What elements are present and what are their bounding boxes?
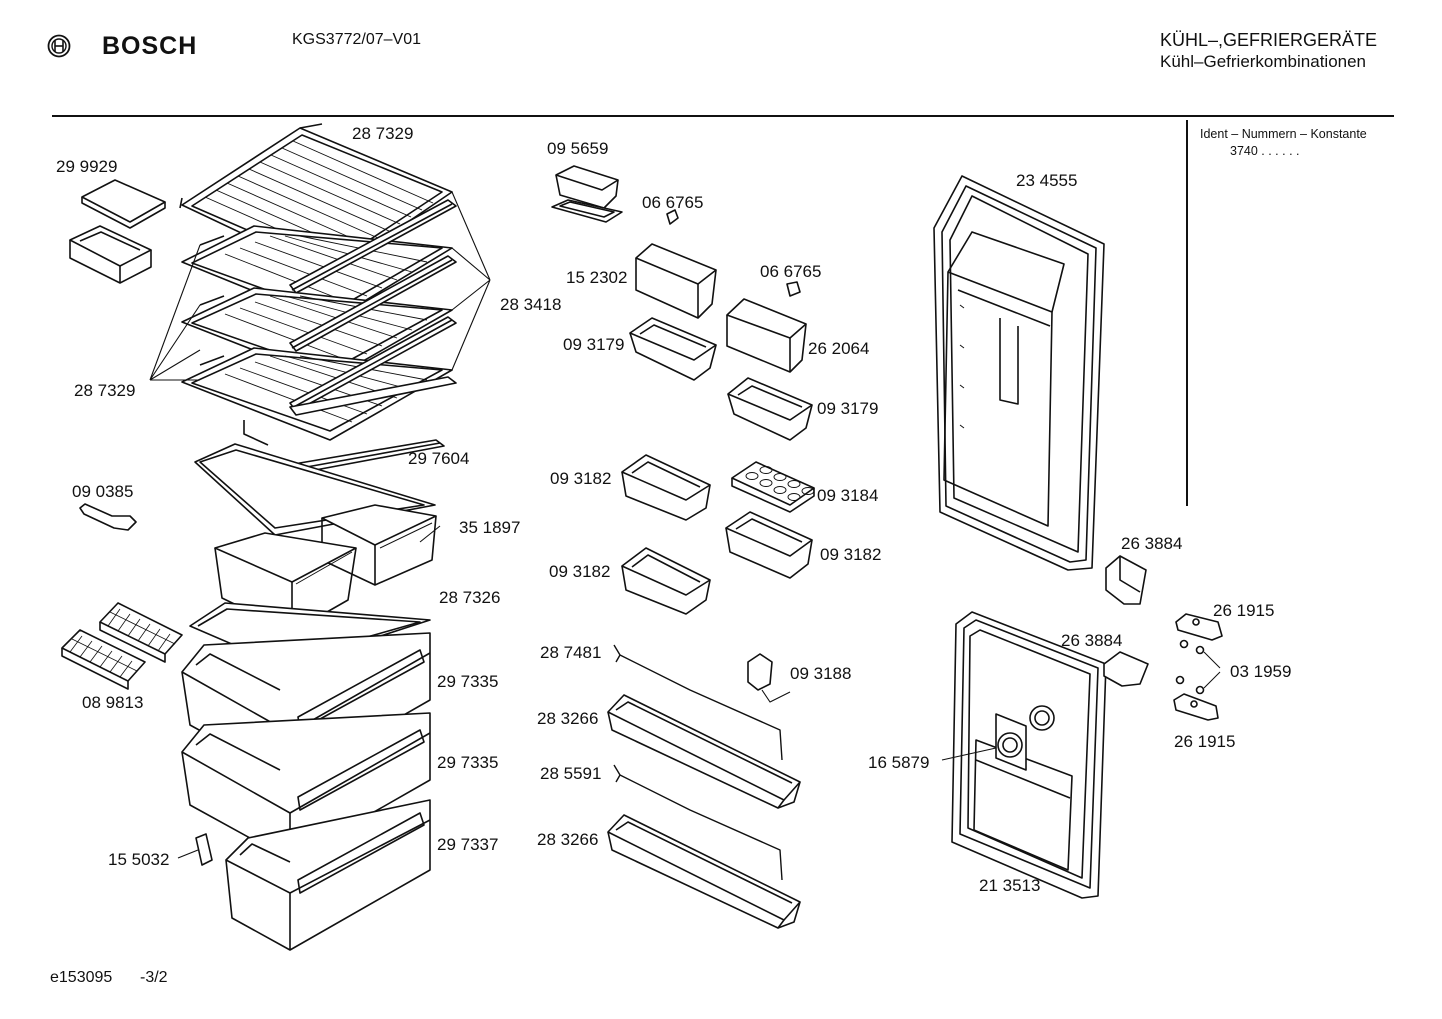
category-sub: Kühl–Gefrierkombinationen	[1160, 52, 1367, 71]
part-label: 29 7337	[437, 835, 499, 854]
freezer-drawer-3-icon	[226, 800, 430, 950]
door-handle-upper-icon	[1106, 556, 1146, 604]
part-label: 28 7329	[352, 124, 414, 143]
part-label: 09 3179	[817, 399, 879, 418]
screw-2-icon	[787, 282, 800, 296]
shelf-trim-2-icon	[290, 200, 456, 293]
model-number: KGS3772/07–V01	[292, 31, 421, 48]
hinge-lower-icon	[1174, 694, 1218, 720]
part-label: 09 3184	[817, 486, 879, 505]
part-label: 09 3182	[549, 562, 611, 581]
screw-1-icon	[667, 210, 678, 224]
crisper-drawer-left-icon	[215, 533, 356, 632]
part-label: 09 5659	[547, 139, 609, 158]
door-bin-small-2-icon	[728, 378, 812, 440]
part-label: 28 7326	[439, 588, 501, 607]
part-label: 28 3266	[537, 709, 599, 728]
part-label: 09 0385	[72, 482, 134, 501]
part-label: 28 7481	[540, 643, 602, 662]
compartment-cover-2-icon	[727, 299, 806, 372]
bottle-shelf-2-icon	[608, 815, 800, 928]
brand-name: BOSCH	[102, 32, 198, 60]
part-label: 26 1915	[1174, 732, 1236, 751]
part-label: 26 2064	[808, 339, 870, 358]
butter-box-icon	[70, 226, 151, 283]
part-label: 09 3188	[790, 664, 852, 683]
part-label: 29 7335	[437, 672, 499, 691]
butter-lid-icon	[82, 180, 165, 228]
freezer-door-icon	[942, 612, 1106, 898]
glass-shelf-top-icon	[180, 124, 452, 275]
ice-tray-lower-icon	[62, 630, 145, 689]
egg-tray-icon	[732, 462, 814, 512]
part-label: 29 7604	[408, 449, 470, 468]
bosch-logo-icon	[47, 34, 71, 58]
part-label: 09 3182	[550, 469, 612, 488]
bottle-shelf-1-icon	[608, 695, 800, 808]
header-rule	[52, 115, 1394, 117]
door-bin-small-1-icon	[630, 318, 716, 380]
part-label: 23 4555	[1016, 171, 1078, 190]
part-label: 06 6765	[642, 193, 704, 212]
bottle-rack-clip-1-icon	[614, 645, 782, 760]
part-label: 16 5879	[868, 753, 930, 772]
door-bin-medium-1-icon	[622, 455, 710, 520]
part-label: 28 5591	[540, 764, 602, 783]
part-label: 15 5032	[108, 850, 170, 869]
compartment-cover-1-icon	[636, 244, 716, 318]
category-main: KÜHL–,GEFRIERGERÄTE	[1160, 30, 1378, 50]
part-label: 29 7335	[437, 753, 499, 772]
part-label: 03 1959	[1230, 662, 1292, 681]
fridge-door-icon	[934, 176, 1104, 570]
part-label: 15 2302	[566, 268, 628, 287]
lid-frame-icon	[552, 200, 622, 222]
freezer-drawer-2-icon	[182, 713, 430, 860]
ice-tray-upper-icon	[100, 603, 182, 662]
drawer-clip-icon	[178, 834, 212, 865]
part-label: 09 3179	[563, 335, 625, 354]
part-label: 21 3513	[979, 876, 1041, 895]
shelf-trim-3-icon	[290, 256, 456, 351]
part-label: 28 7329	[74, 381, 136, 400]
part-label: 28 3418	[500, 295, 562, 314]
bottle-holder-icon	[748, 654, 790, 702]
part-label: 09 3182	[820, 545, 882, 564]
shelf-trim-5-icon	[290, 377, 456, 415]
part-label: 26 1915	[1213, 601, 1275, 620]
ice-scraper-icon	[80, 504, 136, 530]
part-label: 28 3266	[537, 830, 599, 849]
part-label: 26 3884	[1121, 534, 1183, 553]
part-label: 26 3884	[1061, 631, 1123, 650]
ident-title: Ident – Nummern – Konstante	[1200, 127, 1367, 141]
door-bin-medium-2-icon	[726, 512, 812, 578]
hinge-bushings-icon	[1177, 641, 1221, 694]
part-label: 35 1897	[459, 518, 521, 537]
part-label: 29 9929	[56, 157, 118, 176]
ident-value: 3740 . . . . . .	[1230, 144, 1300, 158]
door-handle-lower-icon	[1104, 652, 1148, 686]
bottle-rack-clip-2-icon	[614, 765, 782, 880]
part-label: 08 9813	[82, 693, 144, 712]
part-label: 06 6765	[760, 262, 822, 281]
door-bin-medium-3-icon	[622, 548, 710, 614]
ident-divider	[1186, 120, 1188, 506]
hinge-upper-icon	[1176, 614, 1222, 640]
sheet-number: -3/2	[140, 969, 168, 986]
drawing-id: e153095	[50, 969, 113, 986]
